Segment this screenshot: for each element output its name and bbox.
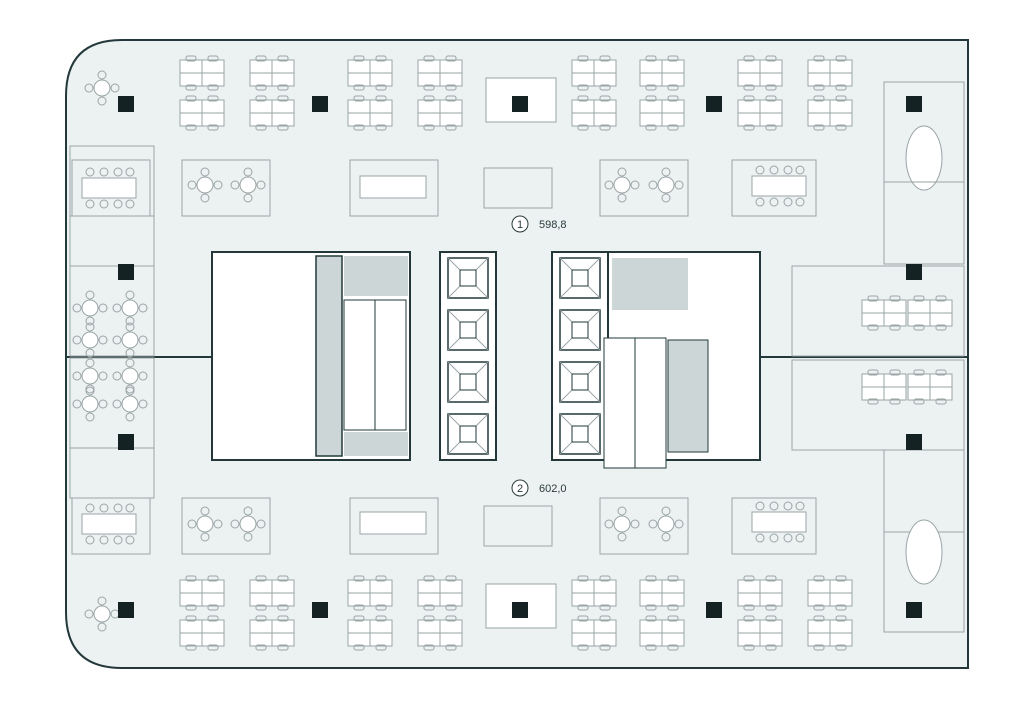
floor-outline xyxy=(65,39,969,669)
unit-label-1: 1 598,8 xyxy=(511,215,567,233)
unit-number-1: 1 xyxy=(517,219,523,231)
unit-number-2: 2 xyxy=(517,483,523,495)
unit-label-2: 2 602,0 xyxy=(511,479,567,497)
building-core xyxy=(211,251,761,469)
left-offices xyxy=(69,70,155,632)
unit-area-2: 602,0 xyxy=(539,483,567,495)
meeting-rooms-top xyxy=(71,159,817,217)
right-offices xyxy=(791,81,965,633)
unit-area-1: 598,8 xyxy=(539,219,567,231)
meeting-rooms-bottom xyxy=(71,497,817,555)
structural-columns xyxy=(118,96,922,618)
